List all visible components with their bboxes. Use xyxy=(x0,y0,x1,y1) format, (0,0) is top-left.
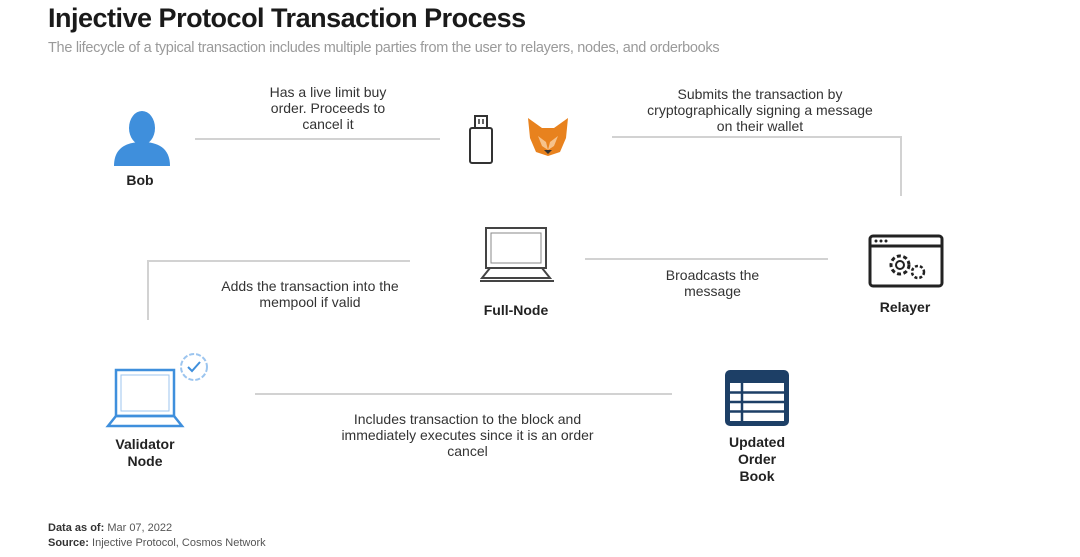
step-text: order. Proceeds to xyxy=(270,100,386,116)
step-validator-to-orderbook: Includes transaction to the block and im… xyxy=(290,411,645,459)
user-icon xyxy=(114,111,170,166)
step-text: immediately executes since it is an orde… xyxy=(341,427,594,443)
step-text: Submits the transaction by xyxy=(677,86,843,102)
source: Source: Injective Protocol, Cosmos Netwo… xyxy=(48,537,266,549)
computer-icon xyxy=(479,227,554,282)
label-line: Node xyxy=(127,453,163,469)
order-book-table-icon xyxy=(725,370,789,426)
page-subtitle: The lifecycle of a typical transaction i… xyxy=(48,40,720,56)
bob-label: Bob xyxy=(126,172,154,188)
step-text: mempool if valid xyxy=(259,294,361,310)
step-text: cryptographically signing a message xyxy=(647,102,873,118)
label-line: Validator xyxy=(115,436,175,452)
step-text: message xyxy=(684,283,741,299)
label-line: Order xyxy=(737,451,777,467)
step-text: cancel it xyxy=(302,116,354,132)
step-text: on their wallet xyxy=(716,118,804,134)
metamask-fox-icon xyxy=(528,118,568,156)
connector-fullnode-validator-vertical xyxy=(147,260,149,320)
validator-computer-icon xyxy=(105,353,208,428)
connector-validator-orderbook xyxy=(255,393,672,395)
connector-wallet-relayer-vertical xyxy=(900,136,902,196)
relayer-label: Relayer xyxy=(879,299,931,315)
validator-node-label: Validator Node xyxy=(100,436,190,470)
step-text: cancel xyxy=(447,443,488,459)
hardware-wallet-icon xyxy=(469,115,493,164)
connector-relayer-fullnode xyxy=(585,258,828,260)
source-label: Source: xyxy=(48,537,89,549)
label-line: Book xyxy=(739,468,775,484)
data-as-of: Data as of: Mar 07, 2022 xyxy=(48,522,172,534)
updated-order-book-label: Updated Order Book xyxy=(712,434,802,485)
label-line: Updated xyxy=(729,434,785,450)
step-relayer-to-fullnode: Broadcasts the message xyxy=(630,267,795,299)
source-value: Injective Protocol, Cosmos Network xyxy=(92,537,266,549)
connector-wallet-relayer xyxy=(612,136,902,138)
step-bob-to-wallet: Has a live limit buy order. Proceeds to … xyxy=(238,84,418,132)
full-node-label: Full-Node xyxy=(483,302,549,318)
connector-bob-wallet xyxy=(195,138,440,140)
step-text: Has a live limit buy xyxy=(269,84,387,100)
data-as-of-value: Mar 07, 2022 xyxy=(107,522,173,534)
step-text: Broadcasts the xyxy=(665,267,760,283)
page-title: Injective Protocol Transaction Process xyxy=(48,3,526,33)
step-fullnode-to-validator: Adds the transaction into the mempool if… xyxy=(185,278,435,310)
step-wallet-to-relayer: Submits the transaction by cryptographic… xyxy=(620,86,900,134)
step-text: Adds the transaction into the xyxy=(221,278,399,294)
data-as-of-label: Data as of: xyxy=(48,522,105,534)
step-text: Includes transaction to the block and xyxy=(353,411,582,427)
relayer-browser-gear-icon xyxy=(868,234,944,288)
connector-fullnode-validator xyxy=(147,260,410,262)
